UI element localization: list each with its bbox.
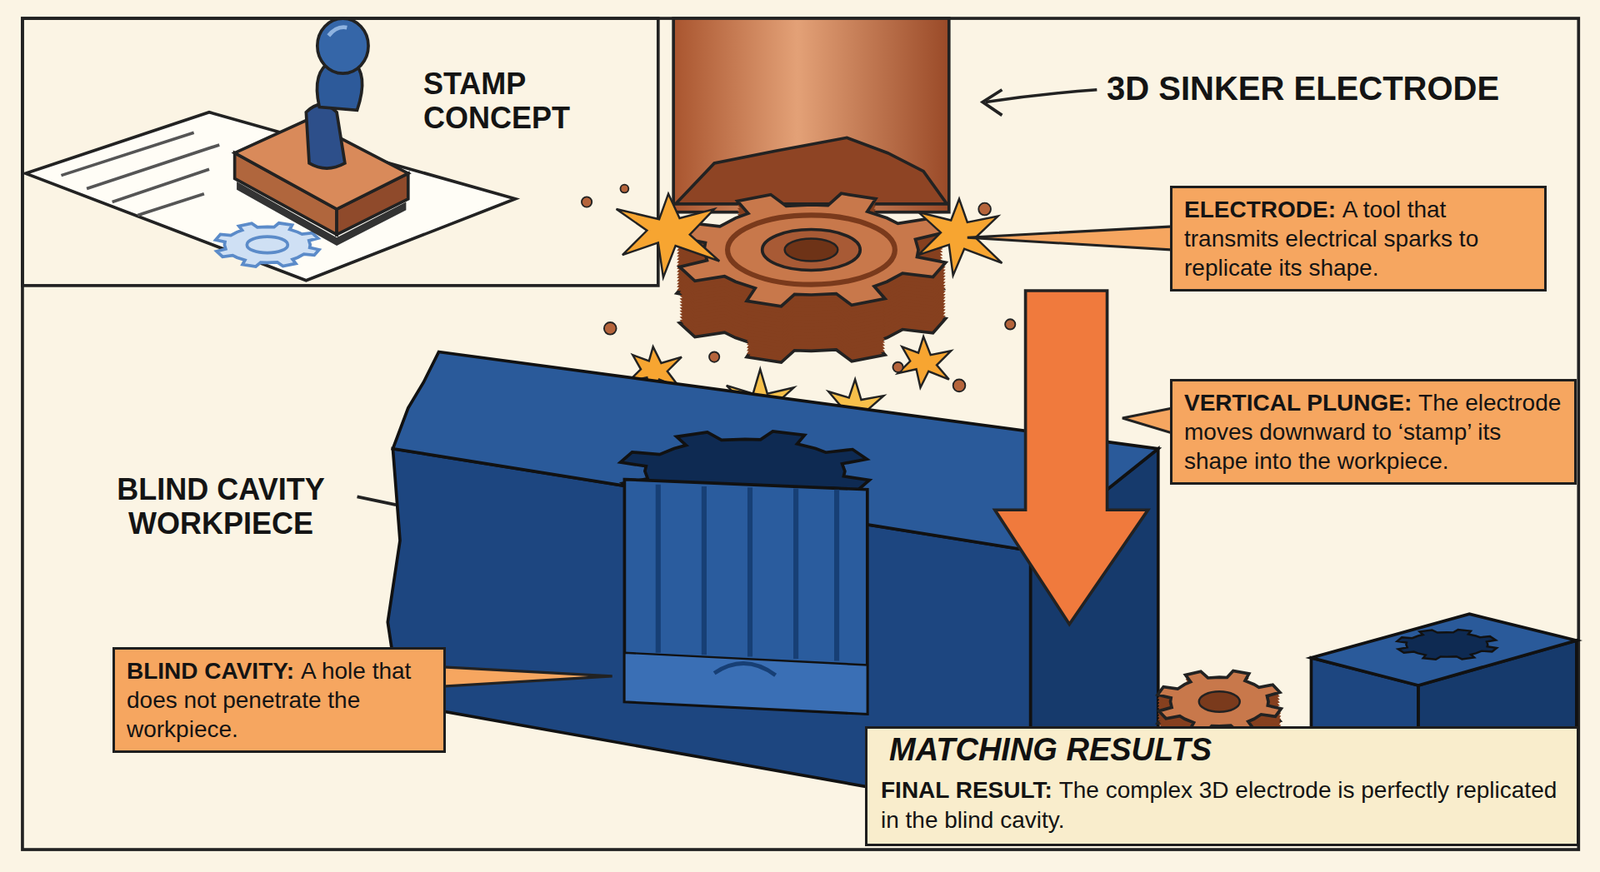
callout-pointer: [1122, 408, 1174, 435]
cavity-cutaway: [624, 480, 867, 715]
label-arrow: [985, 90, 1097, 103]
electrode-gear-face: [676, 193, 946, 306]
debris: [620, 185, 629, 194]
callout-box: VERTICAL PLUNGE:The electrode moves down…: [1170, 379, 1577, 485]
panel-label: STAMP CONCEPT: [423, 66, 590, 136]
result-title: FINAL RESULT:: [880, 777, 1053, 804]
stamp-pad: [236, 181, 406, 246]
electrode-gear-hub: [762, 230, 861, 271]
result-heading: MATCHING RESULTS: [889, 734, 1212, 768]
paper-line: [137, 194, 205, 216]
debris: [978, 203, 991, 216]
stamp-neck: [305, 105, 345, 170]
callout-title: ELECTRODE:: [1184, 196, 1336, 223]
part-label: BLIND CAVITY WORKPIECE: [91, 472, 350, 542]
cavity-rib: [655, 485, 661, 654]
paper-line: [86, 145, 220, 190]
electrode-break: [675, 137, 948, 205]
mini-block-top: [1310, 614, 1576, 686]
panel-frame: [22, 18, 659, 286]
gear-imprint-hole: [246, 236, 288, 254]
spark: [898, 336, 952, 388]
cavity-rib: [834, 490, 840, 662]
callout-title: VERTICAL PLUNGE:: [1184, 390, 1412, 416]
paper: [25, 112, 516, 281]
leader-line: [357, 496, 397, 505]
stamp-highlight: [328, 27, 347, 36]
cavity-rib: [747, 487, 753, 657]
part-label: 3D SINKER ELECTRODE: [1106, 69, 1574, 108]
gear-imprint: [215, 223, 320, 267]
debris: [709, 351, 720, 362]
stamp-knob: [317, 18, 369, 74]
electrode-gear-groove: [727, 215, 895, 285]
mini-cavity: [1397, 630, 1498, 660]
outer-frame: [22, 18, 1579, 850]
mini-gear-face: [1157, 670, 1281, 733]
mini-gear-hole: [1199, 691, 1240, 712]
cavity-rib: [701, 486, 707, 655]
cavity-floor-detail: [714, 664, 775, 676]
result-box: MATCHING RESULTSFINAL RESULT:The complex…: [865, 726, 1580, 847]
debris: [1005, 319, 1015, 330]
electrode-gear-hole: [785, 239, 839, 262]
callout-pointer: [442, 667, 612, 687]
cavity-rib: [793, 489, 799, 660]
electrode-shank: [673, 18, 950, 213]
label-arrowhead: [982, 90, 1002, 116]
callout-title: BLIND CAVITY:: [126, 658, 295, 685]
debris: [892, 362, 903, 373]
paper-line: [60, 132, 194, 175]
spark: [616, 194, 720, 278]
cavity-floor: [624, 653, 867, 715]
debris: [581, 196, 592, 207]
callout-box: BLIND CAVITY:A hole that does not penetr…: [112, 647, 446, 754]
debris: [604, 322, 617, 335]
callout-pointer: [967, 226, 1174, 250]
plunge-arrow: [995, 290, 1149, 625]
callout-box: ELECTRODE:A tool that transmits electric…: [1170, 185, 1547, 292]
debris: [953, 380, 966, 393]
result-paragraph: FINAL RESULT:The complex 3D electrode is…: [880, 734, 1564, 836]
